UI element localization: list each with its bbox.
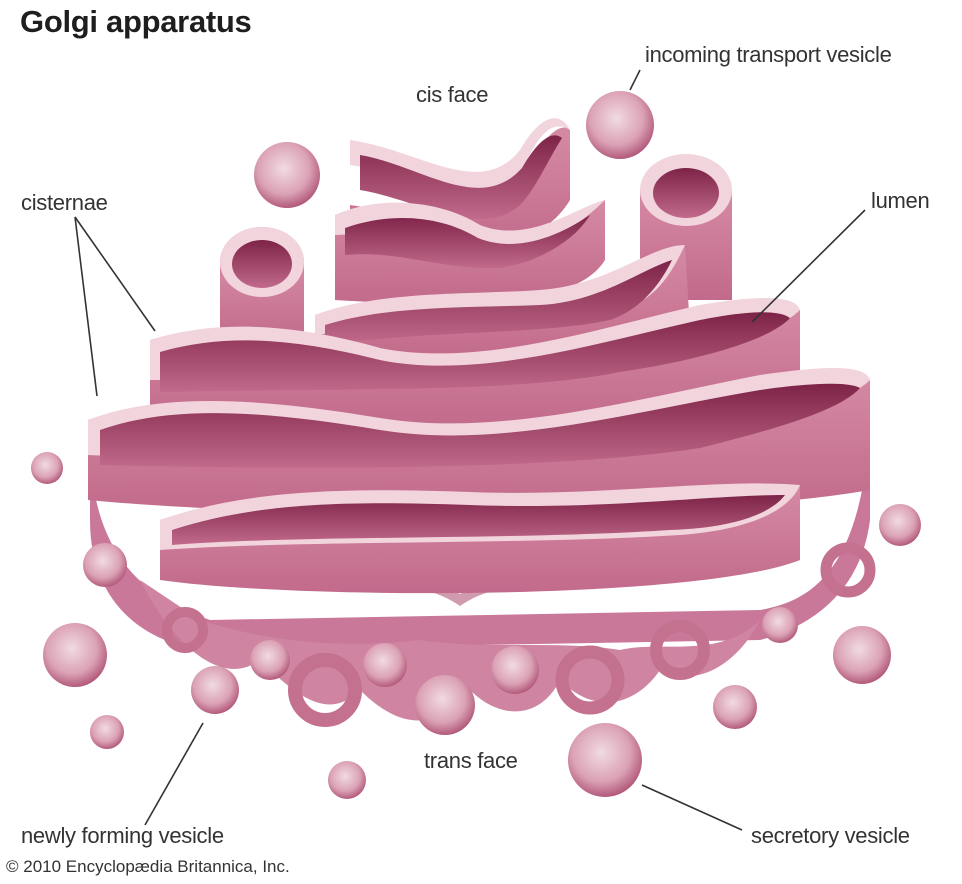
- copyright-credit: © 2010 Encyclopædia Britannica, Inc.: [6, 857, 290, 876]
- leader-lines: [74, 69, 866, 831]
- incoming-transport-vesicle-shape: [586, 91, 654, 159]
- label-trans-face: trans face: [424, 748, 518, 773]
- vesicles: [31, 91, 921, 799]
- diagram-title: Golgi apparatus: [20, 4, 252, 39]
- secretory-vesicle-shape: [568, 723, 642, 797]
- label-secretory-vesicle: secretory vesicle: [751, 823, 910, 848]
- cisternae-stack: [88, 118, 870, 594]
- label-newly-forming-vesicle: newly forming vesicle: [21, 823, 224, 848]
- label-cisternae: cisternae: [21, 190, 108, 215]
- label-lumen: lumen: [871, 188, 930, 213]
- label-incoming-transport-vesicle: incoming transport vesicle: [645, 42, 892, 67]
- trans-network: [83, 430, 876, 735]
- label-cis-face: cis face: [416, 82, 489, 107]
